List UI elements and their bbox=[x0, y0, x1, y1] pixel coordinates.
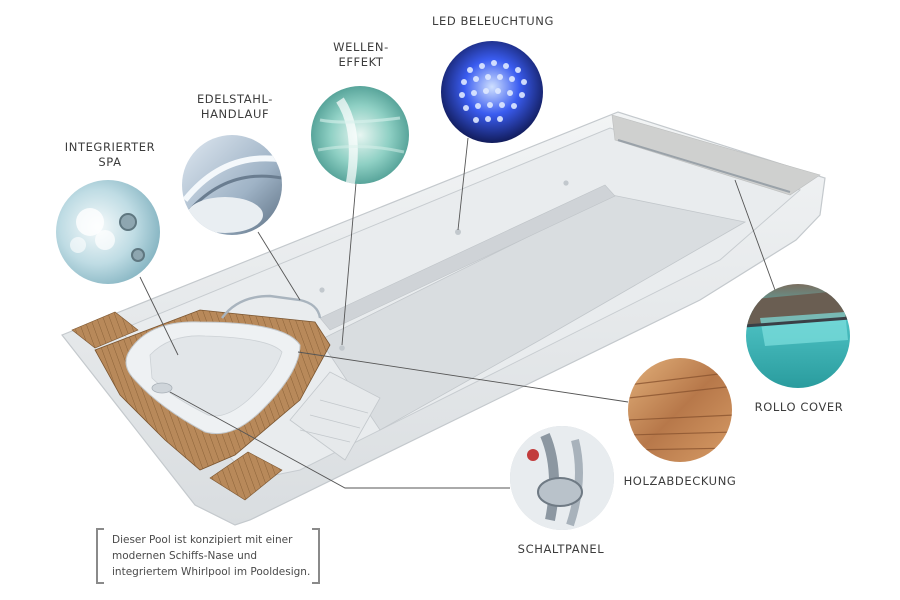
label-integrierter-spa: INTEGRIERTER SPA bbox=[55, 140, 165, 170]
label-line: EDELSTAHL- bbox=[196, 92, 274, 106]
pool-steps bbox=[289, 371, 381, 461]
caption-line: modernen Schiffs-Nase und bbox=[112, 550, 258, 562]
teak-deck bbox=[71, 294, 331, 501]
step-line bbox=[319, 399, 369, 414]
step-line bbox=[299, 429, 351, 443]
caption-box: Dieser Pool ist konzipiert mit einer mod… bbox=[96, 528, 320, 584]
label-line: SCHALTPANEL bbox=[517, 542, 605, 556]
photo-wellen bbox=[311, 86, 409, 184]
pool-bench bbox=[319, 184, 616, 331]
control-panel-spot bbox=[151, 382, 173, 394]
label-line: HOLZABDECKUNG bbox=[623, 474, 737, 488]
stainless-handrail bbox=[221, 294, 322, 319]
photo-spa bbox=[56, 180, 160, 284]
photo-handlauf bbox=[182, 135, 282, 235]
label-rollo-cover: ROLLO COVER bbox=[744, 400, 854, 415]
caption-line: integriertem Whirlpool im Pooldesign. bbox=[112, 566, 311, 578]
label-line: HANDLAUF bbox=[200, 107, 270, 121]
caption-bracket-right bbox=[312, 528, 320, 584]
photo-holz bbox=[628, 358, 732, 462]
wall-fixture bbox=[319, 287, 325, 293]
caption-text: Dieser Pool ist konzipiert mit einer mod… bbox=[112, 532, 312, 580]
caption-line: Dieser Pool ist konzipiert mit einer bbox=[112, 534, 293, 546]
step-line bbox=[309, 414, 361, 429]
pool-deck-far bbox=[611, 114, 821, 196]
label-line: LED BELEUCHTUNG bbox=[431, 14, 555, 28]
label-line: SPA bbox=[98, 155, 122, 169]
cover-rail bbox=[617, 139, 791, 193]
label-edelstahl-handlauf: EDELSTAHL- HANDLAUF bbox=[185, 92, 285, 122]
caption-bracket-left bbox=[96, 528, 104, 584]
led-spot-fixture bbox=[455, 229, 461, 235]
leader-wellen bbox=[341, 182, 357, 346]
leader-holz bbox=[297, 351, 629, 403]
leader-rollo bbox=[734, 179, 776, 291]
label-wellen-effekt: WELLEN- EFFEKT bbox=[316, 40, 406, 70]
leader-spa bbox=[139, 276, 179, 356]
photo-schalt bbox=[510, 426, 614, 530]
pool-shell bbox=[61, 111, 826, 526]
photo-led bbox=[441, 41, 543, 143]
label-line: ROLLO COVER bbox=[754, 400, 844, 414]
label-led-beleuchtung: LED BELEUCHTUNG bbox=[418, 14, 568, 29]
label-holzabdeckung: HOLZABDECKUNG bbox=[620, 474, 740, 489]
wave-jet-fixture bbox=[339, 345, 345, 351]
spa-seat bbox=[149, 335, 283, 417]
photo-rollo bbox=[746, 284, 850, 388]
wall-fixture bbox=[563, 180, 569, 186]
label-line: EFFEKT bbox=[338, 55, 384, 69]
leader-lines bbox=[139, 137, 776, 489]
teak-corner-bottom bbox=[209, 451, 283, 501]
leader-schalt bbox=[169, 391, 510, 489]
label-line: INTEGRIERTER bbox=[64, 140, 156, 154]
teak-corner-left bbox=[71, 311, 139, 349]
leader-handlauf bbox=[257, 231, 301, 301]
label-schaltpanel: SCHALTPANEL bbox=[505, 542, 617, 557]
leader-led bbox=[457, 137, 469, 231]
label-line: WELLEN- bbox=[333, 40, 389, 54]
